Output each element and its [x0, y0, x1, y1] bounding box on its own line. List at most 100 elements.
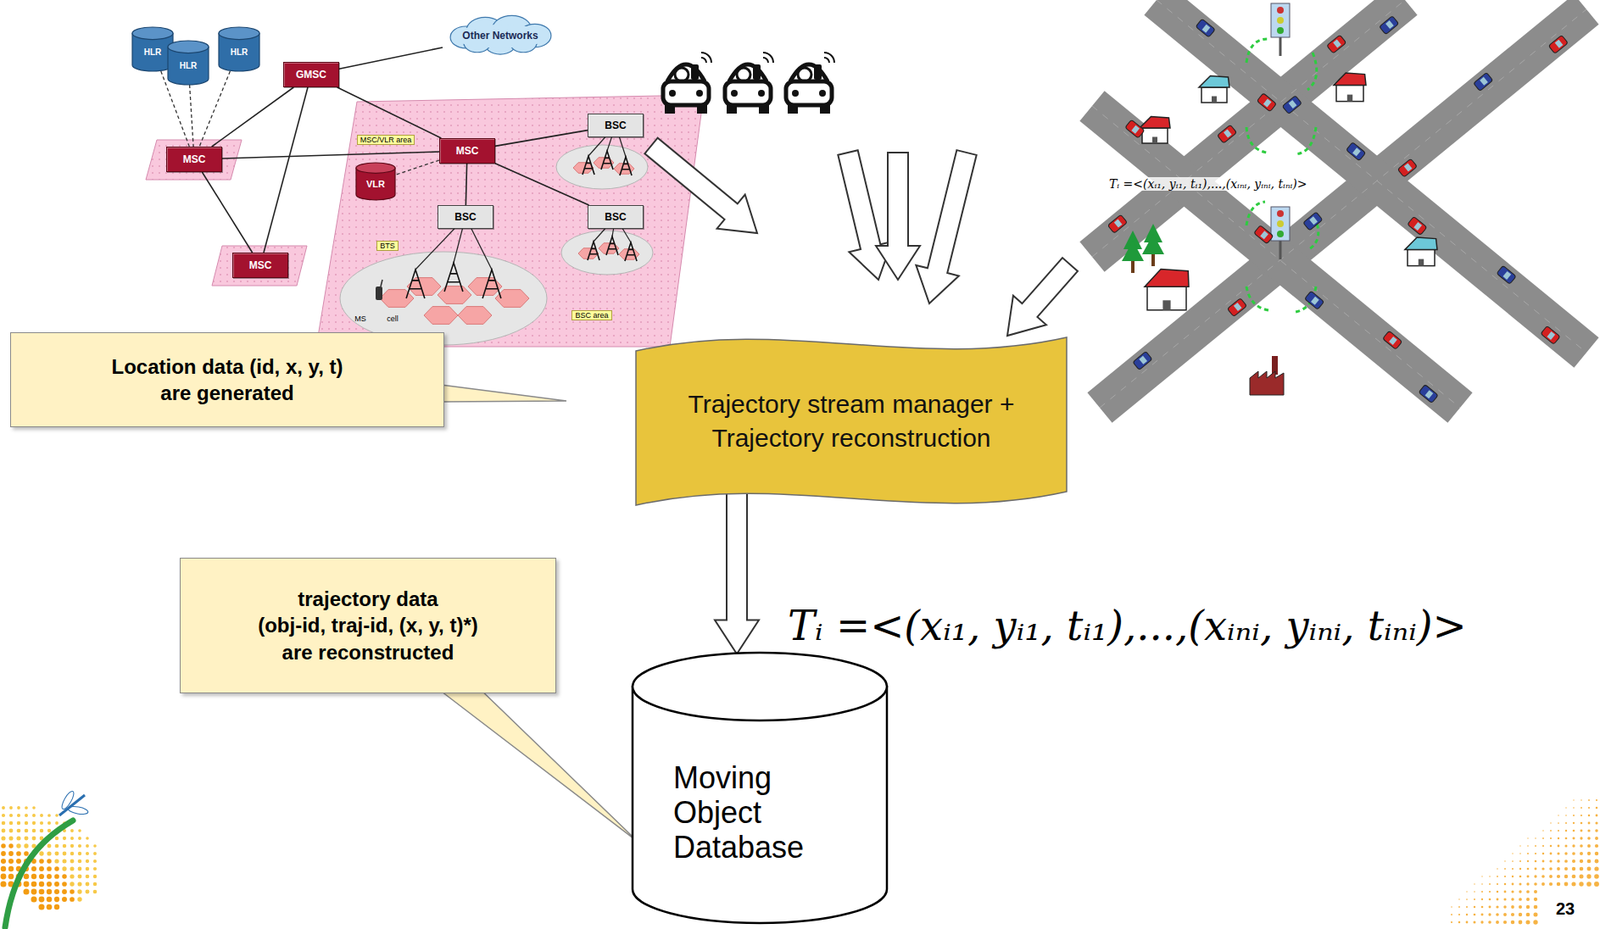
- logo-dot: [32, 829, 37, 834]
- logo-dot: [30, 896, 37, 903]
- logo-dot: [9, 813, 13, 818]
- house-wall: [1336, 84, 1364, 101]
- small-car-window: [1263, 98, 1272, 107]
- corner-dot: [1504, 868, 1506, 870]
- house-door: [1347, 94, 1353, 102]
- corner-dot: [1511, 852, 1513, 854]
- headlight: [730, 89, 738, 97]
- corner-dot: [1565, 814, 1567, 817]
- corner-dot: [1580, 822, 1584, 826]
- node-text: Other Networks: [462, 29, 538, 42]
- bsc-box: BSC: [587, 113, 644, 138]
- node-text: MSC: [456, 144, 480, 157]
- corner-dot: [1572, 852, 1576, 856]
- logo-dot: [85, 867, 90, 871]
- logo-dot: [16, 851, 22, 857]
- corner-dot: [1504, 860, 1506, 862]
- logo-dot: [32, 806, 36, 810]
- corner-dot: [1481, 875, 1483, 877]
- corner-dot: [1533, 890, 1538, 894]
- corner-dot: [1594, 829, 1599, 833]
- logo-dot: [38, 903, 45, 910]
- logo-dot: [8, 866, 14, 872]
- car-with-phone-icon: [724, 52, 774, 114]
- network-link: [465, 163, 467, 206]
- small-car-body: [1254, 225, 1274, 245]
- corner-dot: [1526, 913, 1531, 918]
- corner-dot: [1503, 905, 1507, 909]
- logo-dot: [39, 889, 45, 896]
- corner-dot: [1496, 891, 1500, 894]
- logo-dot: [9, 806, 13, 810]
- small-car-window: [1385, 20, 1394, 29]
- logo-dot: [16, 843, 21, 848]
- logo-dot: [69, 897, 75, 903]
- house-roof: [1333, 72, 1366, 85]
- house-door: [1162, 300, 1171, 311]
- corner-dot: [1587, 859, 1592, 865]
- logo-dot: [70, 844, 74, 848]
- cell-hexagon: [457, 306, 492, 325]
- data-flow-arrow: [875, 152, 920, 280]
- hlr-database: HLR: [132, 27, 173, 72]
- logo-dot: [1, 829, 6, 834]
- corner-dot: [1556, 882, 1561, 887]
- road-marking: [1092, 105, 1461, 408]
- corner-dot: [1572, 807, 1575, 809]
- corner-dot: [1588, 814, 1591, 818]
- area-tag: MSC/VLR area: [356, 134, 416, 146]
- house-icon: [1404, 237, 1438, 267]
- small-car-body: [1217, 124, 1238, 144]
- car-wheel: [787, 103, 798, 114]
- corner-dot: [1527, 837, 1528, 839]
- corner-dot: [1541, 875, 1545, 879]
- traffic-light-lamp: [1276, 230, 1284, 238]
- corner-dot: [1587, 867, 1592, 872]
- network-link: [339, 47, 443, 69]
- logo-dot: [39, 897, 45, 904]
- logo-dot: [0, 880, 6, 887]
- logo-dot: [62, 852, 67, 857]
- corner-dot: [1549, 852, 1553, 856]
- logo-dot: [47, 829, 51, 833]
- corner-dot: [1518, 882, 1522, 886]
- small-car-icon: [1107, 214, 1127, 234]
- logo-dot: [24, 829, 29, 834]
- corner-dot: [1542, 837, 1545, 840]
- house-roof: [1139, 117, 1171, 129]
- street-illustration: [1007, 0, 1587, 408]
- logo-dot: [0, 858, 6, 865]
- corner-dot: [1549, 845, 1552, 848]
- corner-dot: [1533, 875, 1537, 878]
- corner-dot: [1549, 837, 1552, 840]
- logo-dot: [55, 852, 60, 857]
- corner-dot: [1595, 799, 1598, 802]
- corner-dot: [1503, 920, 1507, 925]
- car-wheel: [819, 103, 831, 114]
- corner-dot: [1496, 868, 1498, 870]
- road-marking: [1092, 0, 1405, 257]
- cylinder-top: [132, 27, 173, 40]
- corner-dot: [1473, 914, 1477, 917]
- mobile-phone: [752, 64, 761, 80]
- corner-dot: [1549, 830, 1552, 832]
- signalling-link: [395, 160, 440, 175]
- corner-dot: [1549, 882, 1553, 887]
- corner-dot: [1580, 799, 1583, 802]
- corner-dot: [1588, 807, 1590, 809]
- logo-dot: [39, 829, 44, 833]
- logo-dot: [32, 813, 36, 818]
- car-roof: [667, 64, 705, 82]
- signal-waves: [701, 52, 712, 63]
- corner-dot: [1572, 799, 1574, 801]
- bts-tower-symbol: [606, 236, 619, 256]
- logo-dot: [61, 889, 67, 895]
- house-roof: [1404, 237, 1438, 250]
- node-text: HLR: [179, 61, 198, 72]
- bts-tower-symbol: [587, 241, 600, 261]
- corner-dot: [1587, 836, 1591, 841]
- bts-tower-symbol: [406, 269, 425, 299]
- logo-dot: [93, 890, 98, 895]
- traffic-light-lamp: [1276, 210, 1284, 218]
- car-with-phone-icon: [663, 52, 712, 114]
